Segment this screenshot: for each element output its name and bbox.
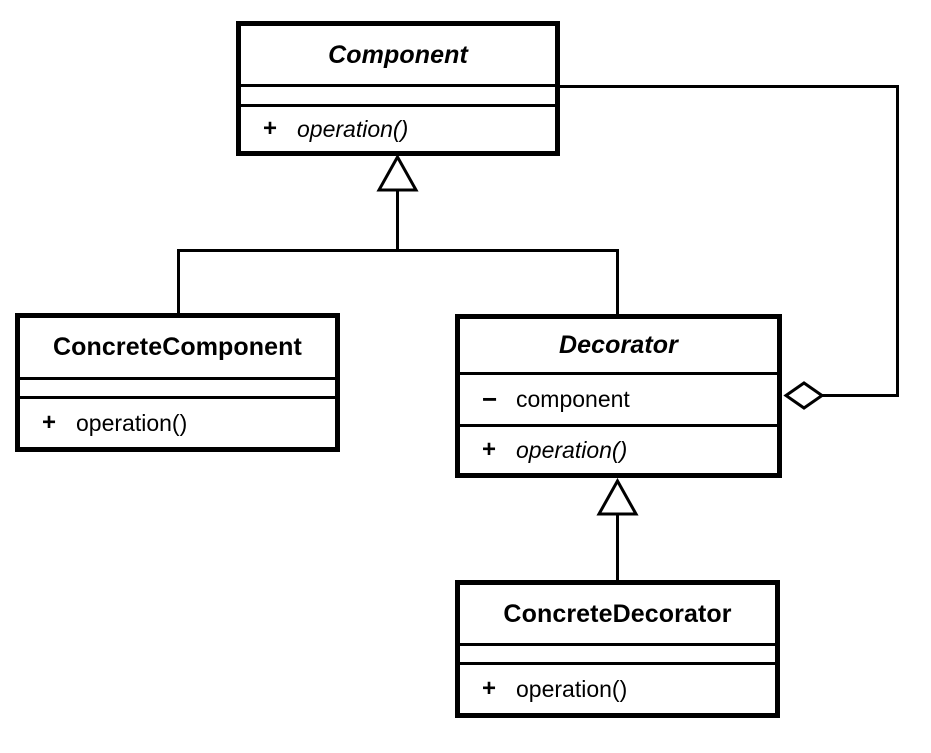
- operation-row-component-operation: + operation(): [241, 107, 555, 151]
- operation-row-decorator-operation: + operation(): [460, 427, 777, 473]
- class-name-concrete-component: ConcreteComponent: [20, 318, 335, 380]
- operation-row-concrete-component-operation: + operation(): [20, 399, 335, 447]
- visibility-marker: +: [482, 436, 497, 463]
- attribute-label: component: [516, 386, 630, 412]
- visibility-marker: +: [482, 675, 497, 702]
- class-box-concrete-component[interactable]: ConcreteComponent + operation(): [15, 313, 340, 452]
- hollow-triangle-arrowhead: [376, 153, 419, 192]
- attributes-compartment-concrete-component: [20, 380, 335, 399]
- aggregation-decorator-component: [558, 85, 899, 410]
- class-box-decorator[interactable]: Decorator − component + operation(): [455, 314, 782, 478]
- class-name-component: Component: [241, 26, 555, 87]
- hollow-triangle-arrowhead: [596, 477, 639, 516]
- attributes-compartment-component: [241, 87, 555, 107]
- visibility-marker: +: [42, 409, 57, 436]
- hollow-diamond-arrowhead: [783, 381, 825, 410]
- class-box-component[interactable]: Component + operation(): [236, 21, 560, 156]
- generalization-fork-component: [177, 153, 619, 315]
- class-box-concrete-decorator[interactable]: ConcreteDecorator + operation(): [455, 580, 780, 718]
- class-name-decorator: Decorator: [460, 319, 777, 375]
- class-name-concrete-decorator: ConcreteDecorator: [460, 585, 775, 646]
- operation-label: operation(): [76, 409, 188, 436]
- operation-label: operation(): [516, 436, 628, 463]
- attribute-row-decorator-component: − component: [460, 375, 777, 427]
- visibility-marker: −: [482, 383, 498, 414]
- operation-label: operation(): [516, 675, 628, 702]
- visibility-marker: +: [263, 115, 278, 142]
- attributes-compartment-concrete-decorator: [460, 646, 775, 665]
- operation-row-concrete-decorator-operation: + operation(): [460, 665, 775, 713]
- operation-label: operation(): [297, 115, 409, 142]
- generalization-concrete-decorator: [596, 477, 639, 581]
